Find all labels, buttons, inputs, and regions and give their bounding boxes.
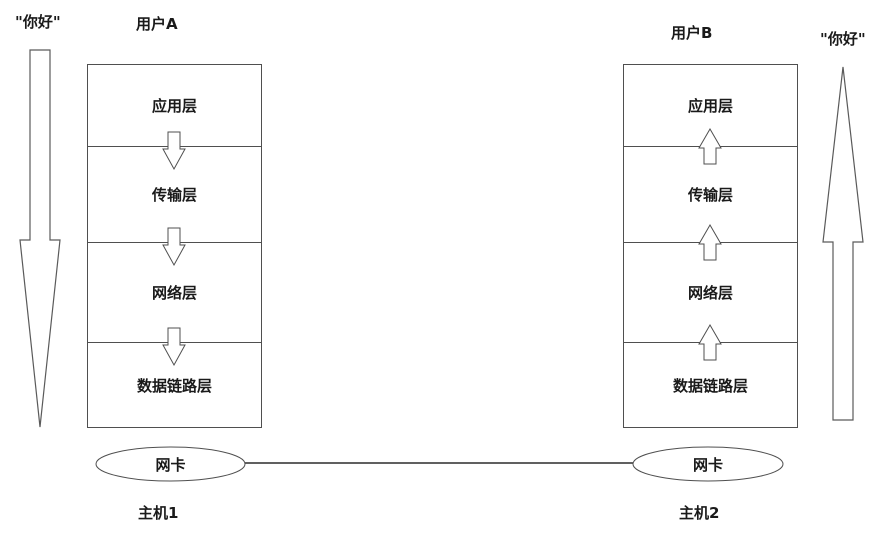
user-a-label: 用户A [136,15,178,33]
message-text-right: "你好" [820,30,866,48]
host2-layer-datalink-label: 数据链路层 [672,376,748,395]
host2-layer-datalink: 数据链路层 [624,343,797,427]
host1-layer-datalink-label: 数据链路层 [136,376,212,395]
host2-layer-network: 网络层 [624,243,797,343]
user-b-label: 用户B [671,24,713,42]
message-text-left: "你好" [15,13,61,31]
host1-layer-transport-label: 传输层 [151,186,197,204]
host1-layer-network-label: 网络层 [151,284,197,302]
host1-layer-application-label: 应用层 [151,97,197,115]
host2-layer-network-label: 网络层 [687,284,733,302]
host1-label: 主机1 [138,504,179,522]
host2-nic-label: 网卡 [692,456,723,474]
host1-layer-transport: 传输层 [88,147,261,243]
host2-layer-transport: 传输层 [624,147,797,243]
host1-layer-network: 网络层 [88,243,261,343]
host1-nic-label: 网卡 [155,456,186,474]
host2-protocol-stack: 应用层 传输层 网络层 数据链路层 [623,64,798,428]
host1-layer-datalink: 数据链路层 [88,343,261,427]
message-flow-up-arrow [822,66,864,421]
host2-layer-application-label: 应用层 [687,97,733,115]
message-flow-down-arrow [19,49,61,428]
host1-protocol-stack: 应用层 传输层 网络层 数据链路层 [87,64,262,428]
host2-label: 主机2 [679,504,720,522]
host2-layer-transport-label: 传输层 [687,186,733,204]
host2-layer-application: 应用层 [624,65,797,147]
host1-layer-application: 应用层 [88,65,261,147]
